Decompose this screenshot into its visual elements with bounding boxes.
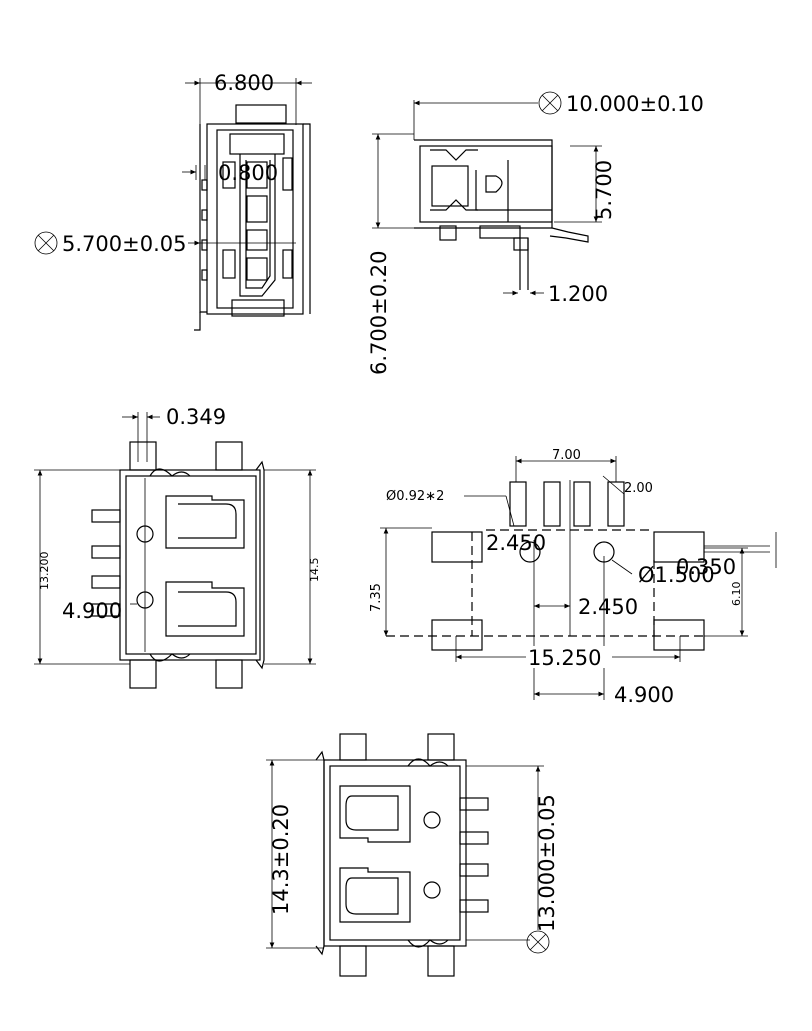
side-height-dim: 5.700 (592, 160, 616, 220)
footprint-pad-pitch-dim: 7.00 (552, 448, 581, 463)
side-pin-dim: 1.200 (548, 282, 608, 306)
footprint-hole-pitch-dim: 4.900 (614, 683, 674, 707)
footprint-hole-dia-dim: Ø1.500 (638, 563, 715, 587)
front-width-dim: 6.800 (214, 71, 274, 95)
top-view: 0.349 13.200 14.5 (34, 405, 321, 689)
top-length-dim: 14.5 (308, 558, 321, 583)
top-offset-dim: 0.349 (166, 405, 226, 429)
bottom-length-dim: 14.3±0.20 (269, 804, 293, 915)
top-pitch-dim: 4.900 (62, 599, 122, 623)
footprint-view: 7.00 2.00 Ø0.92∗2 2.450 Ø1.500 0.350 (369, 448, 777, 707)
footprint-edge-dim: 0.350 (676, 555, 736, 579)
side-overall-height-dim: 6.700±0.20 (367, 251, 391, 375)
footprint-pitch-dim: 2.450 (578, 595, 638, 619)
bottom-view: 14.3±0.20 13.000±0.05 (266, 733, 559, 977)
footprint-offset-dim: 2.450 (486, 531, 546, 555)
side-length-dim: 10.000±0.10 (566, 92, 704, 116)
front-critical-dim: 5.700±0.05 (62, 232, 186, 256)
side-view: 10.000±0.10 6.700±0.20 5.700 1.200 (367, 91, 704, 375)
footprint-hole-note: Ø0.92∗2 (386, 489, 444, 504)
footprint-height-right-dim: 6.10 (730, 582, 743, 607)
front-pin-dim: 0.800 (218, 161, 278, 185)
bottom-width-dim: 13.000±0.05 (535, 794, 559, 932)
footprint-width-dim: 15.250 (528, 646, 601, 670)
top-width-dim: 13.200 (38, 552, 51, 591)
front-view: 6.800 0.800 5.700±0 (34, 71, 312, 331)
footprint-height-left-dim: 7.35 (369, 583, 384, 612)
footprint-pad-spacing-dim: 2.00 (624, 481, 653, 496)
